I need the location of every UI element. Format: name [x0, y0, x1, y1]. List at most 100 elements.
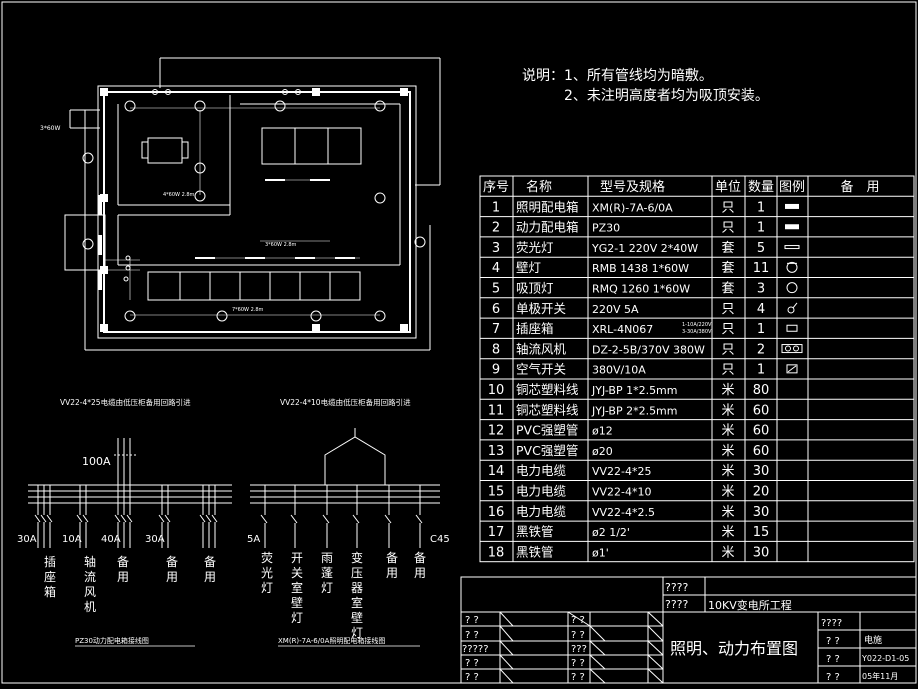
- row-number: 5: [492, 282, 500, 297]
- table-header-cell: 序号: [483, 180, 509, 195]
- tb-discipline: 电施: [864, 634, 882, 646]
- pz30-breaker-contact: [76, 514, 83, 523]
- cable-caption-right: VV22-4*10电缆由低压柜备用回路引进: [280, 397, 411, 407]
- note-line-2: 2、未注明高度者均为吸顶安装。: [564, 88, 769, 104]
- row-unit: 套: [721, 260, 734, 276]
- row-name: 轴流风机: [516, 341, 567, 356]
- fan-icon: [781, 344, 803, 354]
- tb-q3: ?????: [462, 644, 489, 655]
- row-name: 吸顶灯: [516, 281, 554, 296]
- row-number: 1: [492, 200, 500, 215]
- row-spec: ø2 1/2': [592, 526, 630, 539]
- row-unit: 米: [721, 464, 734, 479]
- wall-lamp-icon: [295, 89, 301, 95]
- row-number: 8: [492, 342, 500, 357]
- pz30-load-char: 风: [84, 585, 96, 599]
- tb-q6: ? ?: [571, 615, 585, 626]
- row-qty: 15: [753, 525, 770, 540]
- pz30-breaker-contact: [164, 514, 171, 523]
- row-spec-sub: 1-10A/220V: [682, 322, 712, 328]
- pz30-breaker-contact: [34, 514, 41, 523]
- tb-q8: ???: [571, 644, 587, 655]
- row-qty: 4: [757, 302, 765, 317]
- xm-load-char: 雨: [321, 551, 333, 565]
- row-name: PVC强塑管: [516, 423, 578, 438]
- row-unit: 米: [721, 444, 734, 459]
- xm-breaker-contact: [384, 514, 392, 524]
- pz30-breaker-contact: [114, 514, 121, 523]
- switch-icon: [125, 255, 131, 261]
- row-name: 插座箱: [516, 321, 554, 336]
- row-unit: 只: [721, 302, 734, 317]
- distribution-box-icon: [98, 195, 102, 215]
- wall-lamp-icon: [786, 261, 798, 273]
- row-spec: ø1': [592, 546, 609, 559]
- ceiling-lamp-icon: [82, 152, 94, 164]
- pz30-load-char: 机: [84, 600, 96, 614]
- row-name: 黑铁管: [516, 544, 554, 559]
- row-number: 2: [492, 221, 500, 236]
- column-icon: [100, 324, 108, 332]
- cable-caption-left: VV22-4*25电缆由低压柜备用回路引进: [60, 397, 191, 407]
- row-unit: 米: [721, 505, 734, 520]
- row-name: 电力电缆: [516, 504, 567, 519]
- tb-q13: ? ?: [826, 654, 840, 665]
- breaker-icon: [786, 364, 798, 374]
- row-spec: DZ-2-5B/370V 380W: [592, 343, 705, 356]
- pz30-breaker-3: 40A: [101, 534, 121, 545]
- pz30-load-char: 插: [44, 555, 56, 569]
- row-qty: 3: [757, 282, 765, 297]
- pz30-load-char: 轴: [84, 554, 96, 569]
- xm-diagram: [250, 428, 440, 504]
- pz30-load-char: 备: [204, 555, 216, 569]
- column-icon: [312, 88, 320, 96]
- row-spec: 220V 5A: [592, 303, 639, 316]
- tb-date: 05年11月: [862, 671, 898, 681]
- row-number: 7: [492, 322, 500, 337]
- row-unit: 米: [721, 424, 734, 439]
- xm-breaker-left: 5A: [247, 534, 260, 545]
- xm-load-char: 器: [351, 581, 363, 595]
- xm-load-char: 蓬: [321, 566, 333, 580]
- row-unit: 只: [721, 363, 734, 378]
- row-number: 11: [488, 403, 505, 418]
- row-spec: ø12: [592, 425, 613, 438]
- fixture-label-4: 7*60W 2.8m: [232, 307, 264, 313]
- row-qty: 60: [753, 444, 770, 459]
- tb-q9: ? ?: [571, 658, 585, 669]
- row-name: PVC强塑管: [516, 443, 578, 458]
- design-notes: 说明：1、所有管线均为暗敷。 2、未注明高度者均为吸顶安装。: [522, 66, 769, 106]
- ceiling-lamp-icon: [374, 310, 386, 322]
- pz30-load-char: 用: [117, 570, 129, 584]
- row-number: 17: [488, 525, 505, 540]
- table-header-cell: 数量: [748, 180, 774, 195]
- wall-lamp-icon: [165, 89, 171, 95]
- row-unit: 米: [721, 525, 734, 540]
- ceiling-lamp-icon: [216, 310, 228, 322]
- row-qty: 80: [753, 383, 770, 398]
- fixture-label-3: 3*60W 2.8m: [265, 242, 297, 248]
- row-unit: 套: [721, 240, 734, 256]
- xm-load-char: 壁: [351, 610, 363, 625]
- xm-load-char: 室: [291, 580, 303, 595]
- xm-load-char: 灯: [321, 581, 333, 595]
- fan-blade-icon: [793, 345, 799, 352]
- row-unit: 只: [721, 200, 734, 215]
- column-icon: [100, 266, 108, 274]
- row-qty: 30: [753, 464, 770, 479]
- table-header-cell: 图例: [779, 180, 805, 195]
- column-icon: [400, 88, 408, 96]
- row-unit: 米: [721, 383, 734, 398]
- distribution-box-icon: [98, 270, 102, 290]
- row-spec: JYJ-BP 1*2.5mm: [591, 384, 678, 397]
